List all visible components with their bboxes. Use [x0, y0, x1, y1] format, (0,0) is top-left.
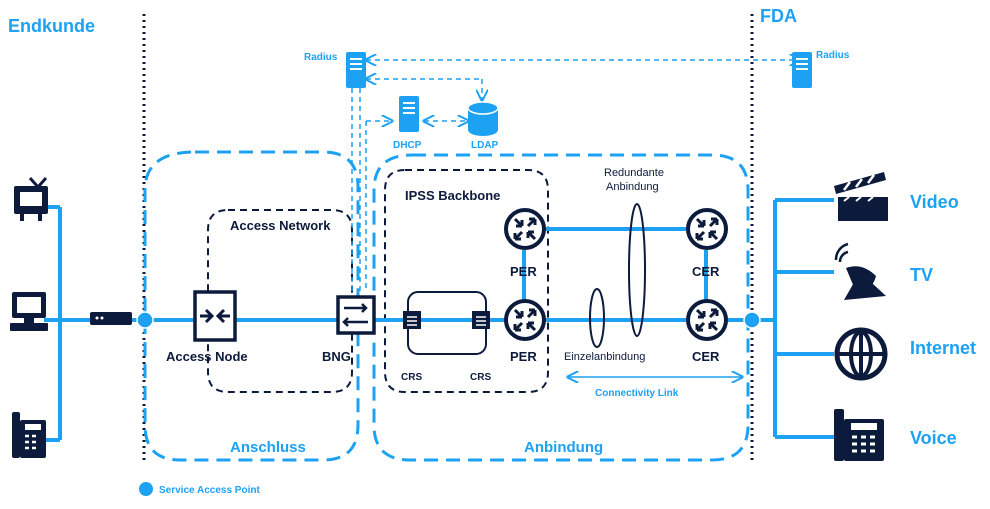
- per-bottom-router-icon: [504, 299, 546, 341]
- television-icon: [14, 177, 48, 221]
- dhcp-server-icon: [399, 96, 419, 132]
- cer-top-router-icon: [686, 208, 728, 250]
- ldap-label: LDAP: [471, 140, 499, 151]
- ldap-database-icon: [467, 101, 499, 136]
- einzelanbindung-label: Einzelanbindung: [564, 351, 645, 363]
- radius-right-server-icon: [792, 52, 812, 88]
- tv-label: TV: [910, 265, 933, 285]
- computer-icon: [10, 292, 48, 331]
- service-access-point-left: [136, 311, 154, 329]
- anbindung-region: [372, 153, 750, 462]
- bng-label: BNG: [322, 349, 351, 364]
- anschluss-region: [143, 150, 360, 462]
- endkunde-label: Endkunde: [8, 16, 95, 36]
- redundant-label: Redundante: [604, 167, 664, 179]
- ipss-backbone-box: [384, 169, 549, 393]
- video-label: Video: [910, 192, 959, 212]
- cer-bottom-label: CER: [692, 349, 720, 364]
- bng-switch-icon: [336, 295, 376, 335]
- radius-left-server-icon: [346, 52, 366, 88]
- access-network-box: [207, 209, 353, 393]
- internet-label: Internet: [910, 338, 976, 358]
- cer-bottom-router-icon: [686, 299, 728, 341]
- anschluss-label: Anschluss: [230, 439, 306, 456]
- legend-service-access-point-dot: [139, 482, 153, 496]
- connectivity-link-label: Connectivity Link: [595, 388, 679, 399]
- desk-phone-icon: [12, 412, 46, 458]
- radius-right-label: Radius: [816, 50, 850, 61]
- voice-label: Voice: [910, 428, 957, 448]
- per-top-router-icon: [504, 208, 546, 250]
- fda-label: FDA: [760, 6, 797, 26]
- anbindung-label: Anbindung: [524, 439, 603, 456]
- single-link-ellipse: [589, 288, 605, 348]
- service-access-point-right: [743, 311, 761, 329]
- satellite-dish-icon: [834, 242, 886, 300]
- dhcp-label: DHCP: [393, 140, 422, 151]
- globe-icon: [834, 327, 888, 381]
- modem-icon: [90, 312, 132, 325]
- radius-left-label: Radius: [304, 52, 338, 63]
- clapperboard-icon: [834, 172, 888, 221]
- crs-right-label: CRS: [470, 372, 491, 383]
- crs-left-icon: [402, 310, 422, 330]
- access-node-icon: [193, 290, 237, 342]
- per-top-label: PER: [510, 264, 537, 279]
- redundant-link-ellipse: [628, 203, 646, 337]
- crs-right-icon: [471, 310, 491, 330]
- access-network-label: Access Network: [230, 218, 331, 233]
- desk-phone-icon: [834, 409, 884, 461]
- redundant-anbindung-label: Anbindung: [606, 181, 659, 193]
- per-bottom-label: PER: [510, 349, 537, 364]
- ipss-backbone-label: IPSS Backbone: [405, 188, 500, 203]
- cer-top-label: CER: [692, 264, 720, 279]
- access-node-label: Access Node: [166, 349, 248, 364]
- crs-left-label: CRS: [401, 372, 422, 383]
- legend-service-access-point-label: Service Access Point: [159, 485, 260, 496]
